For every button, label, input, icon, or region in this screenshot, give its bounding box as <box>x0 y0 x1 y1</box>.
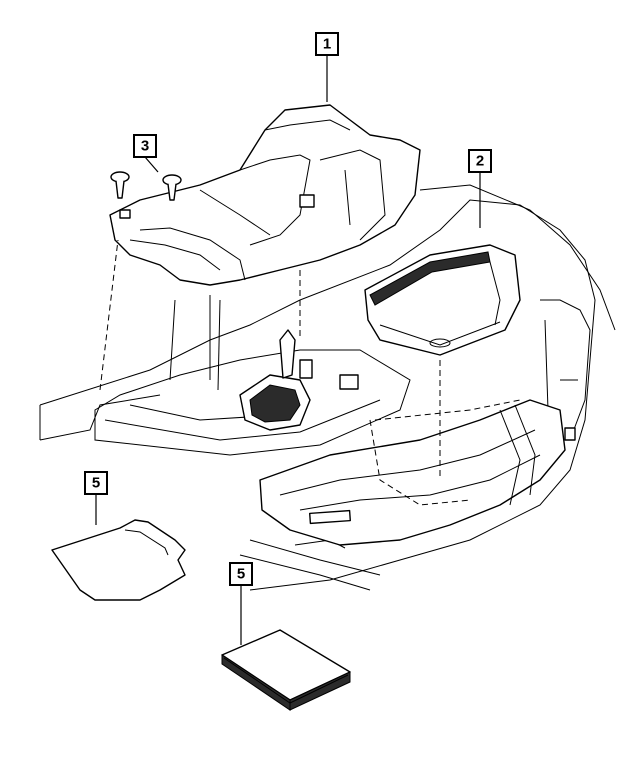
part-1-console-carpet <box>109 104 421 286</box>
callout-5a: 5 <box>84 471 108 495</box>
callout-5a-label: 5 <box>92 475 100 492</box>
leader-lines <box>95 56 481 645</box>
shifter-assembly <box>239 329 359 431</box>
part-5-carpet-stack <box>221 629 351 711</box>
callout-1: 1 <box>315 32 339 56</box>
callout-1-label: 1 <box>323 36 331 53</box>
floor-pan-body <box>39 184 616 591</box>
part-5-floor-mat <box>51 519 186 601</box>
callout-5b: 5 <box>229 562 253 586</box>
callout-3-label: 3 <box>141 138 149 155</box>
callout-5b-label: 5 <box>237 566 245 583</box>
callout-3: 3 <box>133 134 157 158</box>
rear-side-trim <box>259 399 576 546</box>
part-2-rear-carpet <box>364 244 521 356</box>
callout-2-label: 2 <box>476 153 484 170</box>
part-3-fasteners <box>110 171 182 201</box>
callout-2: 2 <box>468 149 492 173</box>
